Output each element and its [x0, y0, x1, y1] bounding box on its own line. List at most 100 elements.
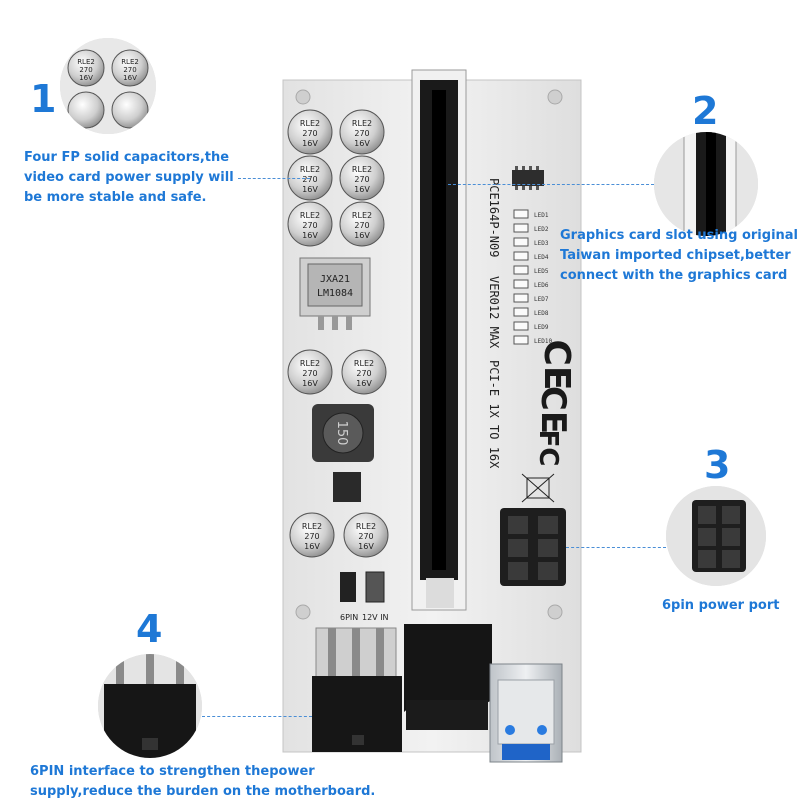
caption-2-line-2: Taiwan imported chipset,better: [560, 248, 791, 263]
leader-line-3: [566, 547, 666, 548]
cap-text: 16V: [354, 185, 370, 194]
zoom-circle-slot: [654, 132, 758, 236]
svg-text:16V: 16V: [123, 74, 137, 82]
cap-text: RLE2: [302, 522, 322, 531]
caption-3-line-1: 6pin power port: [662, 598, 780, 613]
pcie-x16-slot: [411, 69, 467, 611]
callout-number-2: 2: [692, 89, 719, 133]
cap-text: 270: [354, 129, 369, 138]
inductor: 150: [312, 404, 374, 462]
cap-text: 16V: [302, 139, 318, 148]
cap-text: 16V: [354, 231, 370, 240]
callout-number-4: 4: [136, 607, 163, 651]
cap-text: RLE2: [300, 359, 320, 368]
ce-mark: CE: [536, 339, 577, 390]
caption-1-line-3: be more stable and safe.: [24, 190, 207, 205]
led-label: LED5: [534, 268, 549, 275]
diode-d2: [365, 571, 385, 603]
header-label-6pin: 6PIN: [340, 613, 358, 622]
led-label: LED3: [534, 240, 549, 247]
cap-text: 270: [354, 175, 369, 184]
led: [513, 223, 529, 233]
cap-text: 16V: [302, 231, 318, 240]
model-line-2: VER012 MAX: [487, 276, 501, 349]
cap-text: 16V: [304, 542, 320, 551]
inductor-label: 150: [334, 421, 349, 446]
cap-text: 270: [302, 129, 317, 138]
pcie-bridge-connector: [404, 624, 492, 730]
led: [513, 307, 529, 317]
svg-text:270: 270: [79, 66, 92, 74]
cap-text: 16V: [358, 542, 374, 551]
led-array: LED1LED2LED3LED4LED5LED6LED7LED8LED9LED1…: [513, 209, 552, 345]
cap-text: RLE2: [352, 165, 372, 174]
caption-4-line-1: 6PIN interface to strengthen thepower: [30, 764, 315, 779]
fcc-mark: FC: [533, 430, 563, 467]
diode-d1: [340, 572, 356, 602]
cap-text: 16V: [302, 185, 318, 194]
model-line-3: PCI-E 1X TO 16X: [487, 360, 501, 469]
cap-text: 270: [302, 369, 317, 378]
led-label: LED8: [534, 310, 549, 317]
led: [513, 335, 529, 345]
leader-line-1: [238, 178, 310, 179]
six-pin-power-port: [500, 508, 566, 586]
mount-hole: [547, 89, 563, 105]
ce-mark-2: CE: [533, 386, 573, 434]
regulator-line-1: JXA21: [320, 274, 350, 285]
cap-text: RLE2: [354, 359, 374, 368]
cap-text: RLE2: [356, 522, 376, 531]
cap-text: 16V: [354, 139, 370, 148]
led: [513, 237, 529, 247]
callout-number-3: 3: [704, 443, 731, 487]
caption-1: Four FP solid capacitors,the video card …: [24, 148, 234, 208]
caption-4-line-2: supply,reduce the burden on the motherbo…: [30, 784, 376, 799]
led-label: LED10: [534, 338, 552, 345]
weee-bin-icon: [521, 473, 555, 503]
cap-text: 270: [354, 221, 369, 230]
led-label: LED4: [534, 254, 549, 261]
cap-text: 270: [356, 369, 371, 378]
callout-number-1: 1: [30, 77, 57, 121]
chipset: [512, 170, 544, 186]
header-label-12v: 12V IN: [362, 613, 389, 622]
svg-text:270: 270: [123, 66, 136, 74]
svg-text:RLE2: RLE2: [77, 58, 95, 66]
led-label: LED1: [534, 212, 549, 219]
zoom-circle-6pin-interface: [98, 654, 202, 758]
cap-text: 270: [358, 532, 373, 541]
regulator-line-2: LM1084: [317, 288, 353, 299]
led: [513, 293, 529, 303]
led: [513, 279, 529, 289]
caption-1-line-2: video card power supply will: [24, 170, 234, 185]
mount-hole: [547, 604, 563, 620]
caption-4: 6PIN interface to strengthen thepower su…: [30, 762, 375, 802]
led: [513, 321, 529, 331]
cap-text: 270: [302, 175, 317, 184]
led-label: LED9: [534, 324, 549, 331]
cap-text: RLE2: [300, 119, 320, 128]
led-label: LED6: [534, 282, 549, 289]
svg-text:RLE2: RLE2: [121, 58, 139, 66]
cap-text: 16V: [356, 379, 372, 388]
six-pin-header: 6PIN 12V IN: [312, 613, 402, 752]
mount-hole: [295, 604, 311, 620]
led-label: LED2: [534, 226, 549, 233]
caption-1-line-1: Four FP solid capacitors,the: [24, 150, 230, 165]
caption-2-line-3: connect with the graphics card: [560, 268, 788, 283]
caption-3: 6pin power port: [662, 596, 779, 616]
led: [513, 209, 529, 219]
certification-marks: CE CE FC: [533, 339, 577, 466]
cap-text: RLE2: [352, 119, 372, 128]
chip-u2: [333, 472, 361, 502]
cap-text: RLE2: [300, 165, 320, 174]
cap-text: 270: [304, 532, 319, 541]
model-line-1: PCE164P-N09: [487, 178, 501, 257]
mount-hole: [295, 89, 311, 105]
led: [513, 265, 529, 275]
